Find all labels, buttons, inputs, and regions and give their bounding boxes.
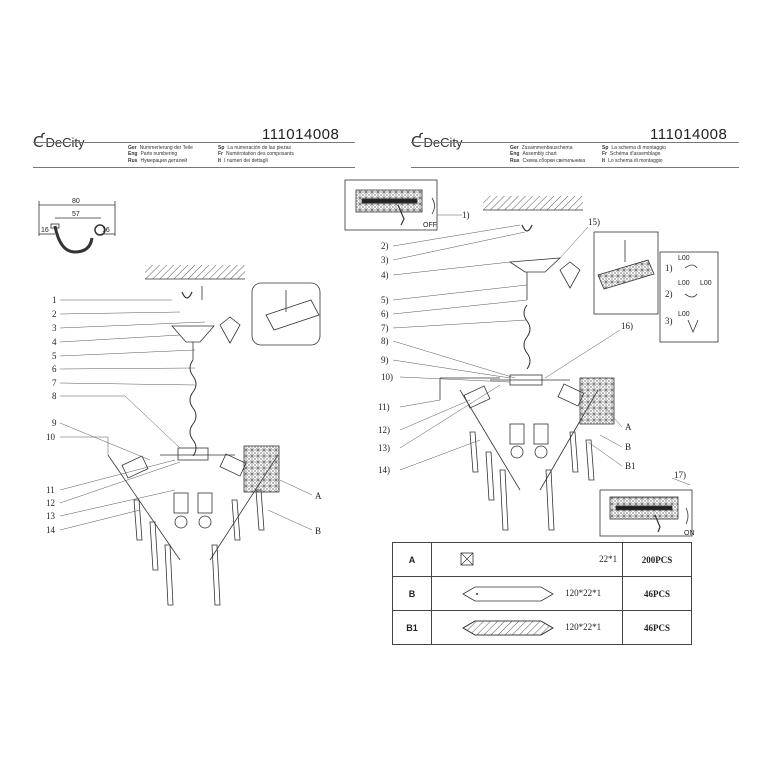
svg-text:10: 10 [46,432,56,442]
svg-text:9): 9) [381,355,389,365]
wiring-step-labels: 1) 2) 3) L00 L00 L00 L00 [665,255,712,326]
svg-text:A: A [625,422,632,432]
article-number: 111014008 [262,126,340,143]
crystal-shape-cell: 120*22*1 [431,610,623,645]
article-number: 111014008 [650,126,728,143]
crystal-b-shape-icon [462,586,554,601]
crystal-shape-cell: 22*1 [431,542,623,577]
svg-text:7: 7 [52,378,57,388]
svg-text:L00: L00 [678,255,690,262]
svg-text:6: 6 [52,364,57,374]
switch-on-diagram [599,489,693,537]
right-step-numbers: 2) 3) 4) 5) 6) 7) 8) 9) 10) 11) 12) 13) … [378,217,686,480]
chandelier-parts-drawing [107,265,321,606]
svg-text:L00: L00 [678,311,690,318]
header-rule-bottom [33,167,355,168]
svg-text:2): 2) [381,241,389,251]
svg-text:1: 1 [52,295,57,305]
table-row: B1 120*22*1 46PCS [392,610,692,645]
crystal-table: A 22*1 200PCS B 120*22*1 46PCS B1 [392,542,692,645]
dimension-total: 80 [72,198,80,205]
crystal-quantity: 200PCS [622,542,692,577]
dimension-right: 16 [102,227,110,234]
crystal-a-shape-icon [460,552,474,565]
switch-on-label: ON [684,530,695,537]
header-rule [33,142,355,143]
svg-text:B: B [315,526,321,536]
left-leader-lines [59,299,313,531]
switch-off-diagram [344,179,438,231]
svg-text:11): 11) [378,402,390,412]
crystal-size: 120*22*1 [565,621,602,632]
svg-text:2: 2 [52,309,57,319]
crystal-shape-cell: 120*22*1 [431,576,623,611]
svg-text:5: 5 [52,351,57,361]
svg-text:B1: B1 [625,461,636,471]
svg-text:14: 14 [46,525,56,535]
svg-text:13): 13) [378,443,390,453]
svg-text:1): 1) [665,263,673,273]
assembly-drawing [439,196,615,531]
right-leader-lines [392,224,691,486]
wiring-detail-box [593,231,719,343]
svg-text:L00: L00 [678,280,690,287]
crystal-size: 22*1 [599,553,618,564]
svg-text:13: 13 [46,511,56,521]
svg-text:9: 9 [52,418,57,428]
crystal-size: 120*22*1 [565,587,602,598]
table-row: A 22*1 200PCS [392,542,692,577]
svg-text:3: 3 [52,323,57,333]
svg-text:11: 11 [46,485,55,495]
svg-text:2): 2) [665,289,673,299]
svg-text:8: 8 [52,391,57,401]
left-part-numbers: 1 2 3 4 5 6 7 8 9 10 11 12 13 14 A B [46,295,322,536]
crystal-code: A [392,542,432,577]
svg-text:16): 16) [621,321,633,331]
svg-text:8): 8) [381,336,389,346]
svg-text:7): 7) [381,323,389,333]
dimension-inner: 57 [72,211,80,218]
table-row: B 120*22*1 46PCS [392,576,692,611]
svg-text:4): 4) [381,270,389,280]
switch-off-label: OFF [423,222,437,229]
svg-text:15): 15) [588,217,600,227]
svg-text:B: B [625,442,631,452]
crystal-b1-shape-icon [462,620,554,635]
svg-text:5): 5) [381,295,389,305]
svg-text:A: A [315,491,322,501]
crystal-code: B [392,576,432,611]
crystal-quantity: 46PCS [622,576,692,611]
svg-text:6): 6) [381,309,389,319]
svg-text:12): 12) [378,425,390,435]
step-1-label: 1) [462,210,470,220]
crystal-code: B1 [392,610,432,645]
crystal-quantity: 46PCS [622,610,692,645]
svg-text:10): 10) [381,372,393,382]
svg-text:4: 4 [52,337,57,347]
svg-text:14): 14) [378,465,390,475]
svg-text:L00: L00 [700,280,712,287]
hook-dimension-drawing [38,201,116,254]
svg-text:12: 12 [46,498,55,508]
svg-text:3): 3) [665,316,673,326]
header-rule [411,142,739,143]
header-rule-bottom [411,167,739,168]
dimension-left: 16 [41,227,49,234]
svg-text:3): 3) [381,255,389,265]
svg-text:17): 17) [674,470,686,480]
